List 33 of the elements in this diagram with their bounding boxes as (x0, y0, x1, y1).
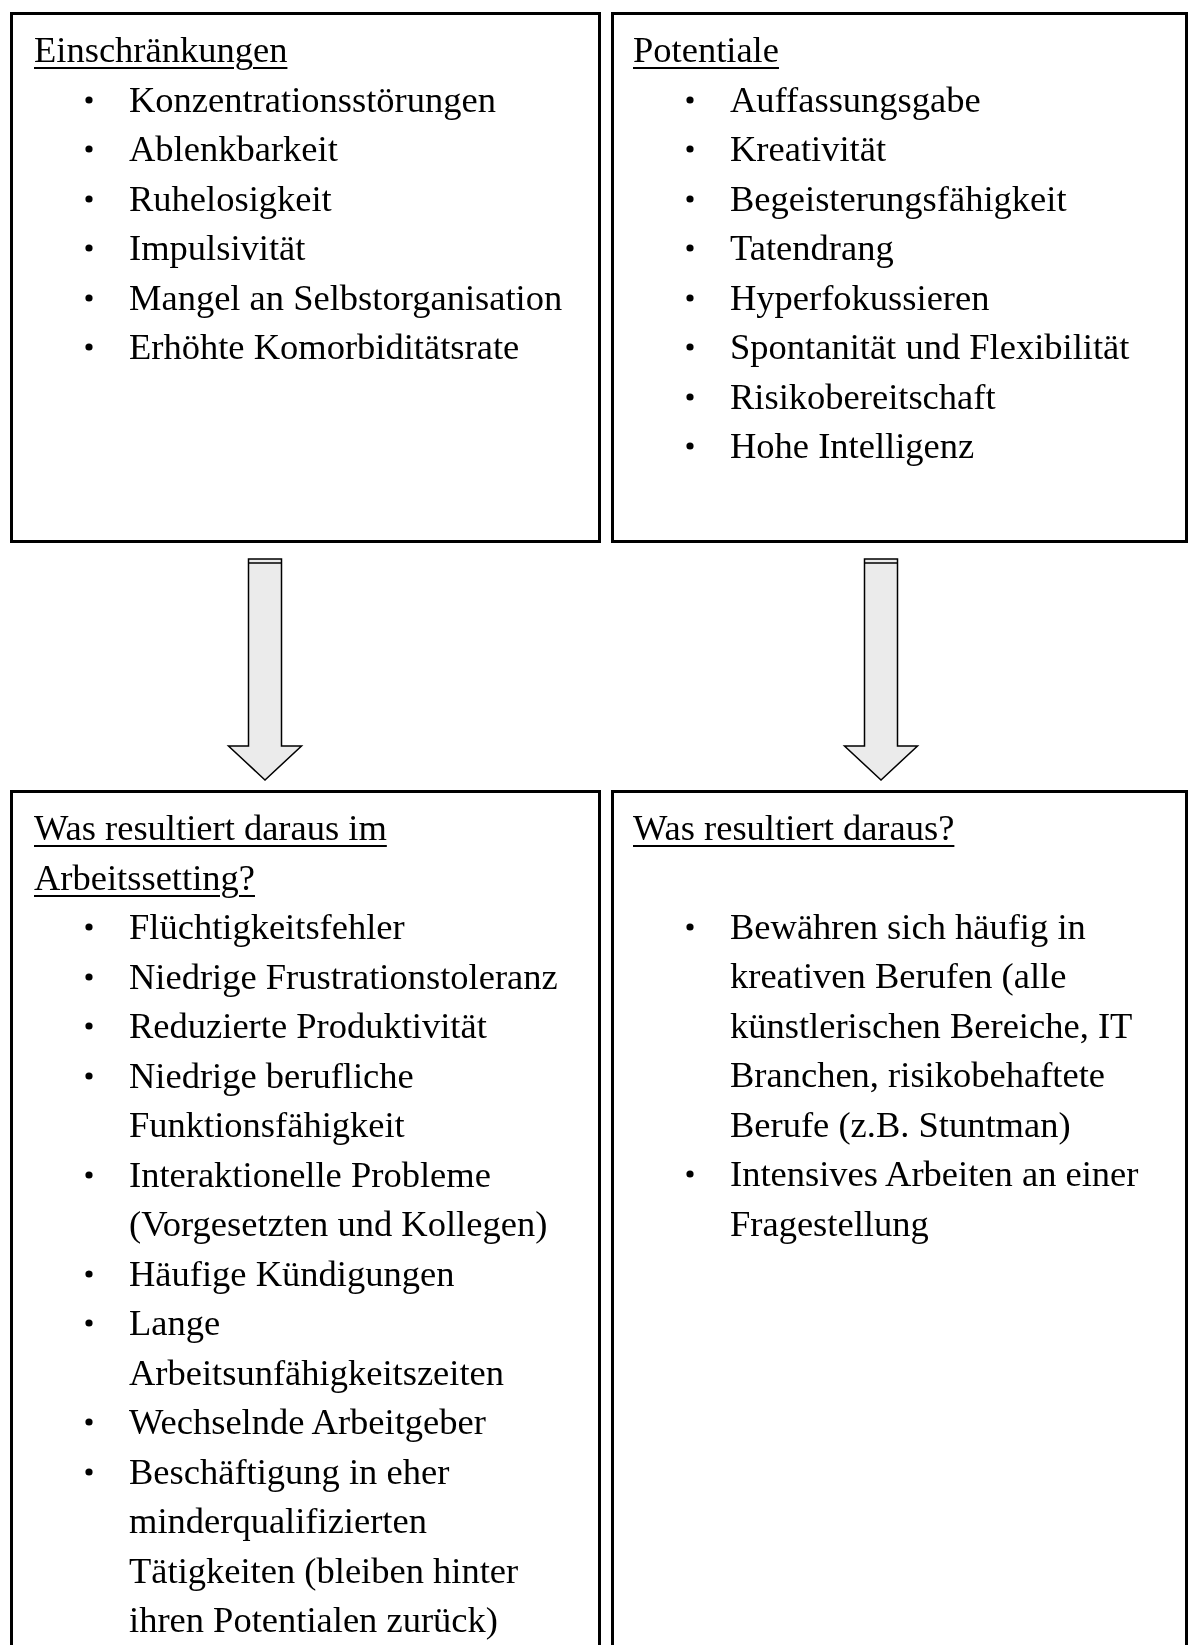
text-box (611, 790, 1188, 1645)
list-item: Lange Arbeitsunfähigkeitszeiten (129, 1302, 505, 1393)
text-box (611, 12, 1188, 543)
text-box (10, 12, 601, 543)
list-item: Konzentrationsstörungen (129, 78, 496, 120)
list-item: Tatendrang (730, 227, 894, 268)
list-item: Mangel an Selbstorganisation (129, 276, 563, 318)
list-item: Ablenkbarkeit (129, 128, 338, 169)
list-item: Reduzierte Produktivität (129, 1005, 487, 1046)
list-item: Flüchtigkeitsfehler (129, 906, 405, 947)
list-item: Impulsivität (129, 227, 306, 268)
list-item: Hyperfokussieren (730, 276, 990, 318)
list-item: Wechselnde Arbeitgeber (129, 1401, 486, 1442)
list-item: Auffassungsgabe (730, 78, 981, 120)
list-item: Hohe Intelligenz (730, 425, 975, 466)
list-item: Häufige Kündigungen (129, 1252, 455, 1294)
list-item: Risikobereitschaft (730, 375, 996, 417)
list-item: Bewähren sich häufig in kreativen Berufen (alle künstlerischen Bereiche, IT Branchen, risikobehaftete Berufe (z.B. Stuntman) (730, 905, 1132, 1145)
text-box (10, 790, 601, 1645)
list-item: Kreativität (730, 128, 887, 169)
list-item: Niedrige Frustrationstoleranz (129, 955, 558, 997)
list-item: Beschäftigung in eher minderqualifizierten Tätigkeiten (bleiben hinter ihren Potentialen zurück) (129, 1450, 519, 1640)
list-item: Interaktionelle Probleme (Vorgesetzten und Kollegen) (129, 1153, 548, 1244)
list-item: Intensives Arbeiten an einer Fragestellung (730, 1153, 1139, 1244)
list-item: Spontanität und Flexibilität (730, 326, 1130, 367)
box-heading: Einschränkungen (34, 28, 289, 72)
list-item: Begeisterungsfähigkeit (730, 177, 1067, 219)
box-heading: Was resultiert daraus im Arbeitssetting? (34, 806, 388, 900)
box-heading: Potentiale (633, 28, 780, 72)
list-item: Ruhelosigkeit (129, 177, 332, 219)
list-item: Niedrige berufliche Funktionsfähigkeit (129, 1054, 414, 1145)
box-heading: Was resultiert daraus? (633, 806, 956, 850)
list-item: Erhöhte Komorbiditätsrate (129, 326, 520, 367)
